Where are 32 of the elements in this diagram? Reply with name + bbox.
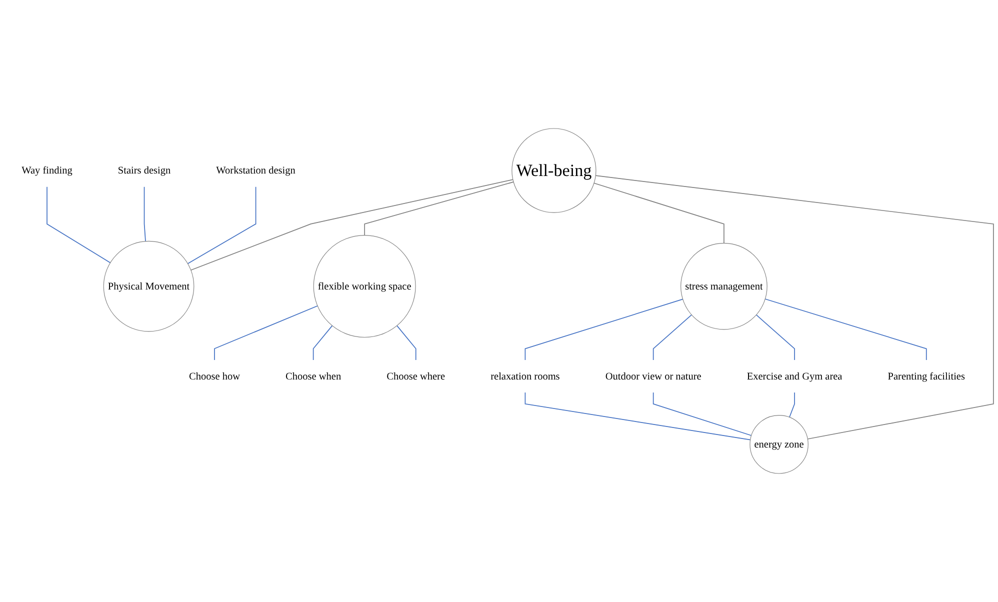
- connector: [190, 179, 514, 271]
- node-circle: stress management: [680, 242, 768, 330]
- node-text: Parenting facilities: [888, 370, 965, 382]
- node-text: Choose how: [189, 370, 240, 382]
- node-text: Choose when: [286, 370, 342, 382]
- connector: [144, 186, 146, 242]
- node-circle: Well-being: [512, 128, 596, 213]
- connector: [312, 325, 333, 360]
- node-circle: flexible working space: [313, 235, 416, 338]
- connector: [652, 392, 752, 436]
- connector: [364, 182, 514, 236]
- connector: [595, 175, 994, 440]
- connector: [652, 314, 692, 360]
- node-circle: Physical Movement: [103, 240, 194, 332]
- node-text: Choose where: [386, 370, 446, 382]
- node-circle: energy zone: [750, 415, 808, 474]
- node-text: Exercise and Gym area: [746, 370, 842, 382]
- node-text: Way finding: [22, 164, 72, 176]
- connector: [524, 392, 751, 440]
- connector: [46, 186, 111, 264]
- connector: [214, 305, 318, 360]
- connector: [396, 325, 416, 360]
- node-text: Outdoor view or nature: [605, 370, 702, 382]
- connector: [594, 182, 724, 244]
- connector: [756, 314, 795, 360]
- connector: [187, 186, 256, 264]
- connector: [764, 298, 927, 360]
- connector: [524, 298, 684, 360]
- node-text: Stairs design: [118, 164, 171, 176]
- node-text: relaxation rooms: [490, 370, 560, 382]
- node-text: Workstation design: [216, 164, 296, 176]
- connector: [789, 392, 795, 418]
